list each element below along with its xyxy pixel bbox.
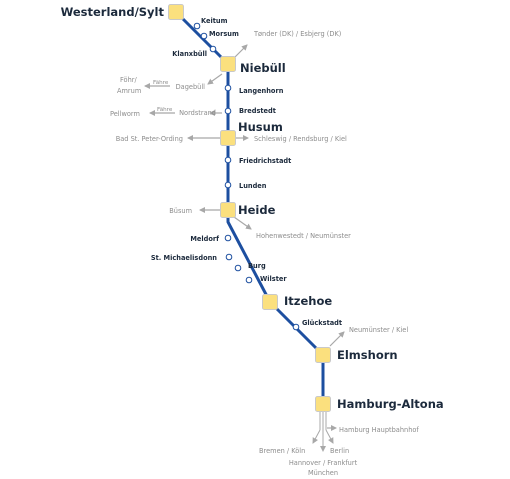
station-marker-heide[interactable] xyxy=(220,202,236,218)
station-marker-glueckstadt[interactable] xyxy=(292,323,300,331)
station-label-husum[interactable]: Husum xyxy=(238,120,283,134)
connection-line-dagebuell xyxy=(207,73,223,85)
station-marker-meldorf[interactable] xyxy=(224,234,232,242)
station-label-bredstedt[interactable]: Bredstedt xyxy=(239,107,276,115)
station-marker-langenhorn[interactable] xyxy=(224,84,232,92)
station-marker-lunden[interactable] xyxy=(224,181,232,189)
connection-label-hohenwestedt: Hohenwestedt / Neumünster xyxy=(256,232,351,240)
station-marker-niebuell[interactable] xyxy=(220,56,236,72)
station-marker-morsum[interactable] xyxy=(200,32,208,40)
connection-label-foehr: Föhr/ xyxy=(120,76,137,84)
station-label-morsum[interactable]: Morsum xyxy=(209,30,239,38)
connection-label-hannover: Hannover / Frankfurt xyxy=(289,459,358,467)
hamburg-onward-bundle xyxy=(312,412,334,452)
connection-label-nordstrand: Nordstrand xyxy=(179,109,216,117)
station-marker-itzehoe[interactable] xyxy=(262,294,278,310)
station-marker-westerland[interactable] xyxy=(168,4,184,20)
connection-lines xyxy=(144,44,345,431)
station-marker-elmshorn[interactable] xyxy=(315,347,331,363)
connection-label-dagebuell: Dagebüll xyxy=(176,83,206,91)
connection-label-hamburghbf: Hamburg Hauptbahnhof xyxy=(339,426,419,434)
station-labels: Westerland/Sylt Keitum Morsum Klanxbüll … xyxy=(61,5,444,411)
station-label-westerland[interactable]: Westerland/Sylt xyxy=(61,5,165,19)
stations xyxy=(168,4,331,412)
station-label-keitum[interactable]: Keitum xyxy=(201,17,228,25)
station-label-hamburgaltona[interactable]: Hamburg-Altona xyxy=(337,397,444,411)
connection-label-bremen: Bremen / Köln xyxy=(259,447,305,455)
station-label-stmichaelisdonn[interactable]: St. Michaelisdonn xyxy=(151,254,217,262)
station-label-elmshorn[interactable]: Elmshorn xyxy=(337,348,398,362)
station-marker-husum[interactable] xyxy=(220,130,236,146)
connection-label-muenchen: München xyxy=(308,469,338,477)
connection-label-faehre1: Fähre xyxy=(153,80,169,86)
station-label-itzehoe[interactable]: Itzehoe xyxy=(284,294,332,308)
connection-label-berlin: Berlin xyxy=(330,447,349,455)
station-label-klanxbuell[interactable]: Klanxbüll xyxy=(172,50,207,58)
station-label-lunden[interactable]: Lunden xyxy=(239,182,267,190)
station-marker-hamburgaltona[interactable] xyxy=(315,396,331,412)
connection-label-schleswig: Schleswig / Rendsburg / Kiel xyxy=(254,135,347,143)
station-label-langenhorn[interactable]: Langenhorn xyxy=(239,87,284,95)
station-label-heide[interactable]: Heide xyxy=(238,203,276,217)
station-marker-wilster[interactable] xyxy=(245,276,253,284)
connection-label-neumuenster: Neumünster / Kiel xyxy=(349,326,408,334)
station-label-meldorf[interactable]: Meldorf xyxy=(190,235,219,243)
connection-labels: Tønder (DK) / Esbjerg (DK) Dagebüll Föhr… xyxy=(110,30,419,477)
connection-label-stpeter: Bad St. Peter-Ording xyxy=(116,135,183,143)
station-marker-friedrichstadt[interactable] xyxy=(224,156,232,164)
station-label-glueckstadt[interactable]: Glückstadt xyxy=(302,319,342,327)
station-label-wilster[interactable]: Wilster xyxy=(260,275,287,283)
station-label-burg[interactable]: Burg xyxy=(248,262,266,270)
station-marker-bredstedt[interactable] xyxy=(224,107,232,115)
station-marker-klanxbuell[interactable] xyxy=(209,45,217,53)
connection-line-hohenwestedt xyxy=(233,216,252,230)
connection-line-berlin xyxy=(325,429,334,444)
connection-label-faehre2: Fähre xyxy=(157,107,173,113)
station-label-friedrichstadt[interactable]: Friedrichstadt xyxy=(239,157,291,165)
connection-label-pellworm: Pellworm xyxy=(110,110,140,118)
station-marker-keitum[interactable] xyxy=(193,22,201,30)
connection-label-buesum: Büsum xyxy=(169,207,192,215)
station-label-niebuell[interactable]: Niebüll xyxy=(240,61,286,75)
connection-label-amrum: Amrum xyxy=(117,87,141,95)
connection-label-tander: Tønder (DK) / Esbjerg (DK) xyxy=(253,30,341,38)
connection-line-neumuenster xyxy=(329,331,345,347)
station-marker-burg[interactable] xyxy=(234,264,242,272)
connection-line-bremen xyxy=(312,429,321,444)
station-marker-stmichaelisdonn[interactable] xyxy=(225,253,233,261)
